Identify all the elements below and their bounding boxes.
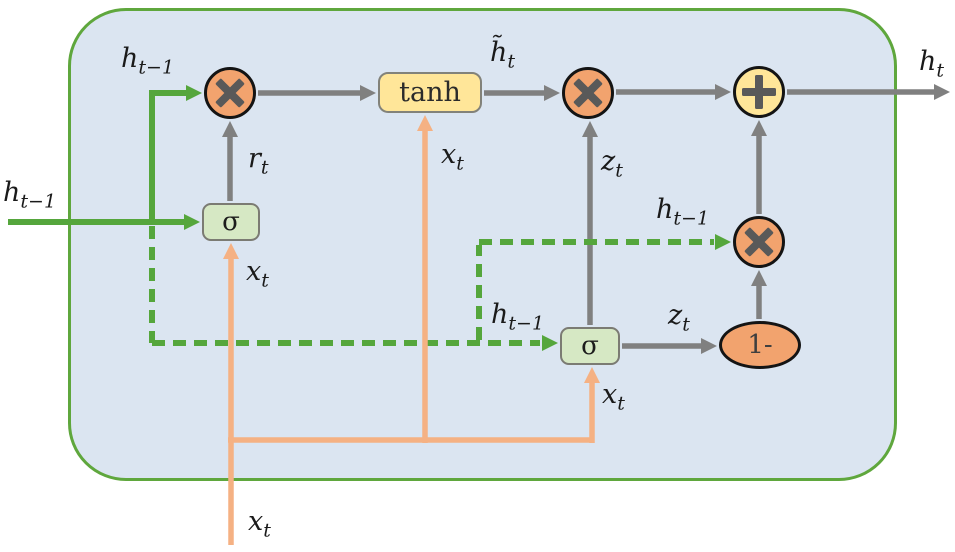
mul1-to-tanh-arrow bbox=[258, 85, 376, 101]
add-to-output-arrow bbox=[787, 84, 950, 100]
tanh-to-mul2-arrow bbox=[484, 85, 560, 101]
history-multiply-node bbox=[733, 216, 785, 268]
one-minus-to-mul3-arrow bbox=[751, 270, 767, 319]
one-minus-label: 1- bbox=[747, 330, 773, 360]
label-hprev-update: ht−1 bbox=[491, 299, 545, 335]
mul3-to-add-arrow bbox=[751, 120, 767, 214]
one-minus-node: 1- bbox=[719, 321, 801, 369]
reset-gate-to-mul1-arrow bbox=[222, 121, 238, 201]
tanh-node: tanh bbox=[378, 72, 482, 113]
sigma-label: σ bbox=[581, 331, 599, 361]
plus-icon bbox=[741, 74, 777, 110]
label-hprev-input: ht−1 bbox=[3, 177, 57, 213]
label-htilde: h̃t bbox=[490, 37, 516, 73]
label-xt-tanh: xt bbox=[441, 139, 464, 175]
add-node bbox=[733, 66, 785, 118]
multiply-icon bbox=[570, 75, 606, 111]
label-xt-reset: xt bbox=[246, 256, 269, 292]
label-zt-right: zt bbox=[668, 300, 690, 336]
multiply-icon bbox=[741, 224, 777, 260]
candidate-multiply-node bbox=[562, 67, 614, 119]
hprev-dashed-branch bbox=[149, 226, 731, 351]
reset-gate-sigma-node: σ bbox=[202, 203, 260, 241]
label-xt-bottom: xt bbox=[248, 506, 271, 542]
multiply-icon bbox=[212, 75, 248, 111]
xt-input-lines bbox=[223, 115, 600, 545]
label-zt-top: zt bbox=[601, 146, 623, 182]
update-gate-to-mul2-arrow bbox=[582, 121, 598, 325]
reset-multiply-node bbox=[204, 67, 256, 119]
hprev-input-arrow bbox=[8, 214, 200, 230]
label-ht-out: ht bbox=[919, 46, 945, 82]
sigma-label: σ bbox=[222, 207, 240, 237]
tanh-label: tanh bbox=[399, 77, 461, 108]
hprev-to-mul1-arrow bbox=[149, 85, 202, 224]
label-rt: rt bbox=[248, 143, 269, 179]
label-xt-update: xt bbox=[602, 379, 625, 415]
mul2-to-add-arrow bbox=[616, 84, 731, 100]
update-gate-sigma-node: σ bbox=[560, 327, 620, 365]
update-gate-to-one-minus-arrow bbox=[622, 338, 717, 354]
label-hprev-top: ht−1 bbox=[121, 43, 175, 79]
label-hprev-mul3: ht−1 bbox=[656, 194, 710, 230]
